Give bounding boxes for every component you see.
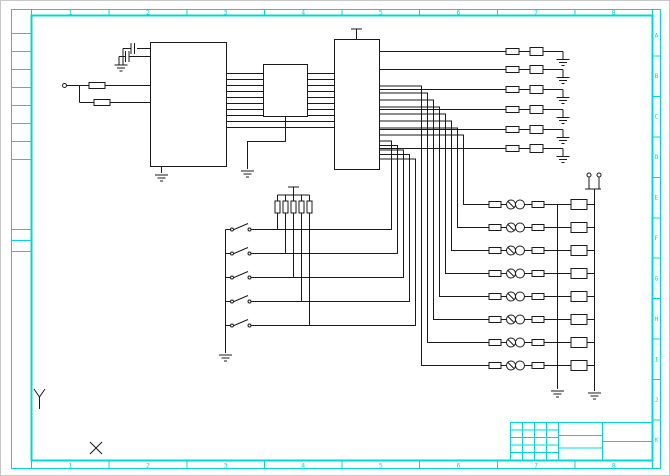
decoupling-capacitors — [114, 43, 151, 72]
relay-row — [488, 337, 595, 348]
grid-ref-right-G: G — [655, 274, 659, 282]
grid-ref-top-6: 6 — [456, 9, 460, 17]
grid-ref-right-J: J — [655, 396, 659, 404]
grid-ref-bottom-2: 2 — [146, 462, 150, 470]
grid-reference-labels: 1 2 3 4 5 6 7 8 1 2 3 4 5 6 7 8 A B C D … — [68, 9, 658, 470]
relay-row — [488, 314, 595, 325]
grid-ref-right-A: A — [655, 32, 659, 40]
relay-row — [488, 291, 595, 302]
grid-ref-bottom-4: 4 — [301, 462, 305, 470]
relay-row — [488, 199, 595, 210]
sheet-frame — [11, 9, 661, 469]
grid-ref-bottom-7: 7 — [534, 462, 538, 470]
ruler-ticks — [31, 9, 661, 469]
driver-row — [380, 66, 570, 84]
grid-ref-bottom-8: 8 — [612, 462, 616, 470]
grid-ref-right-I: I — [655, 355, 659, 363]
driver-row — [380, 86, 570, 104]
schematic-linework — [33, 28, 602, 455]
grid-ref-top-7: 7 — [534, 9, 538, 17]
revision-strip — [11, 33, 32, 252]
grid-ref-bottom-6: 6 — [456, 462, 460, 470]
dip-switch-array — [218, 140, 416, 362]
grid-ref-right-K: K — [655, 436, 659, 444]
grid-ref-right-C: C — [655, 113, 659, 121]
grid-ref-top-5: 5 — [379, 9, 383, 17]
plot-mark-y — [33, 388, 46, 409]
grid-ref-top-4: 4 — [301, 9, 305, 17]
switch-row — [225, 223, 390, 232]
grid-ref-top-1: 1 — [68, 9, 72, 17]
relay-row — [488, 268, 595, 279]
grid-ref-bottom-3: 3 — [224, 462, 228, 470]
pullup-resistor-network — [274, 186, 313, 326]
switch-row — [225, 271, 390, 280]
grid-ref-right-H: H — [655, 315, 659, 323]
grid-ref-right-D: D — [655, 153, 659, 161]
grid-ref-right-B: B — [655, 72, 659, 80]
output-driver-rows — [380, 48, 570, 163]
grid-ref-top-3: 3 — [224, 9, 228, 17]
ic-u2 — [334, 28, 380, 170]
ic-u1 — [150, 42, 227, 182]
grid-ref-bottom-5: 5 — [379, 462, 383, 470]
grid-ref-top-8: 8 — [612, 9, 616, 17]
switch-row — [225, 247, 390, 256]
grid-ref-bottom-1: 1 — [68, 462, 72, 470]
relay-ladder — [488, 199, 595, 398]
reset-circuit — [62, 82, 151, 106]
terminal-column — [585, 172, 602, 400]
relay-row — [488, 245, 595, 256]
grid-ref-right-F: F — [655, 234, 659, 242]
grid-ref-right-E: E — [655, 194, 659, 202]
grid-ref-top-2: 2 — [146, 9, 150, 17]
switch-row — [225, 319, 390, 328]
driver-row — [380, 48, 570, 66]
drop-bus — [379, 85, 489, 366]
switch-row — [225, 295, 390, 304]
title-block — [510, 422, 653, 461]
relay-row — [488, 222, 595, 233]
driver-row — [380, 145, 570, 163]
plot-mark-x — [89, 441, 103, 455]
ic-u3 — [240, 64, 308, 178]
relay-row — [488, 360, 595, 371]
